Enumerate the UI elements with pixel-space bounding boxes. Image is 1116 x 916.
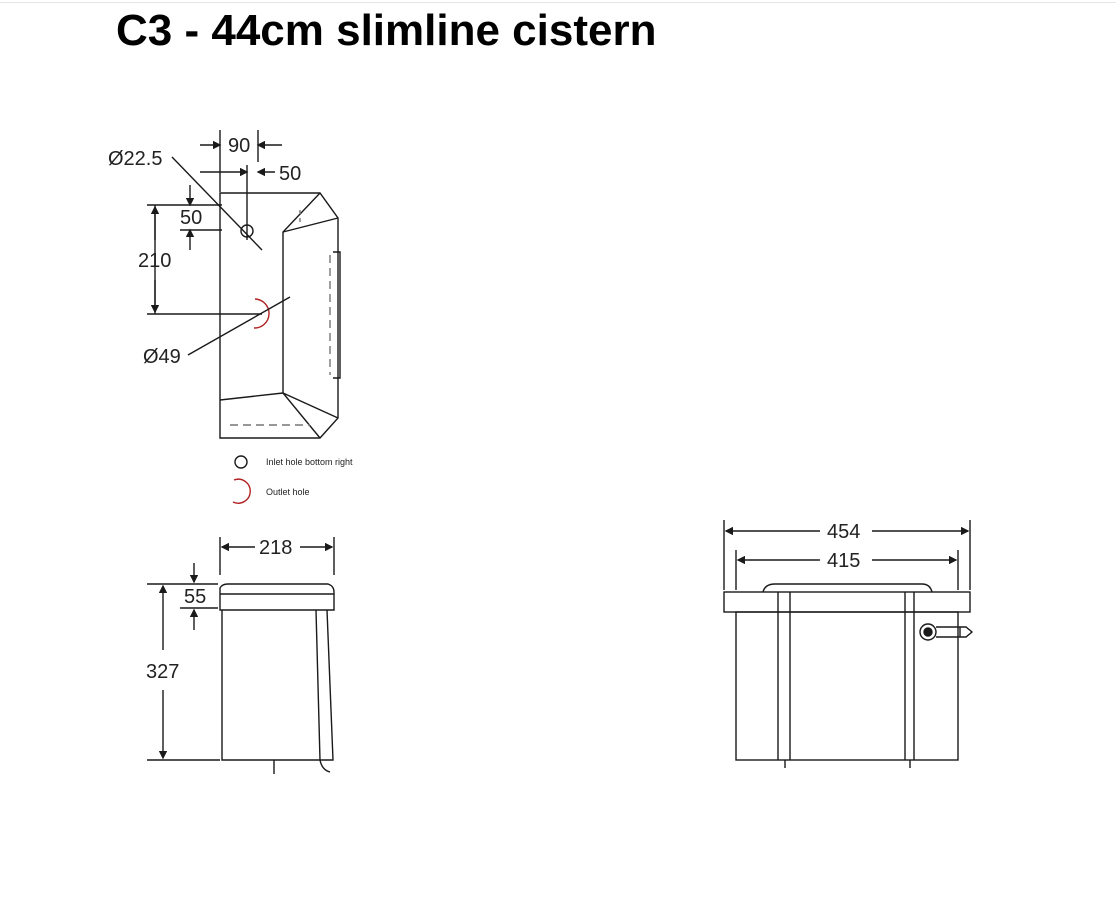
legend — [232, 455, 251, 504]
page-title: C3 - 44cm slimline cistern — [116, 6, 657, 55]
legend-outlet-label: Outlet hole — [266, 487, 310, 497]
legend-outlet-icon — [232, 478, 251, 504]
plan-rim — [333, 251, 341, 379]
top-border-line — [0, 2, 1116, 3]
dim-218-label: 218 — [259, 537, 292, 559]
front-body — [735, 611, 959, 761]
dim-327-label: 327 — [146, 661, 179, 683]
dim-outlet-diameter-label: Ø49 — [143, 346, 181, 368]
plan-inner-top — [282, 217, 339, 233]
legend-inlet-icon — [234, 455, 248, 469]
dim-454-label: 454 — [827, 521, 860, 543]
front-view — [723, 520, 974, 768]
outlet-leader — [187, 296, 291, 356]
legend-inlet-label: Inlet hole bottom right — [266, 457, 353, 467]
front-lid-top — [762, 583, 933, 593]
plan-view — [147, 130, 341, 439]
dim-50-left-label: 50 — [180, 207, 202, 229]
flush-lever — [919, 623, 974, 641]
plan-bevel-top — [282, 192, 321, 439]
side-body — [221, 609, 334, 761]
side-lid — [219, 583, 335, 611]
dim-inlet-diameter-label: Ø22.5 — [108, 148, 162, 170]
dim-90-label: 90 — [228, 135, 250, 157]
dim-55-label: 55 — [184, 586, 206, 608]
plan-inner-bottom — [282, 392, 339, 419]
side-view — [147, 537, 335, 774]
inlet-leader — [171, 156, 263, 251]
dim-210-label: 210 — [138, 250, 171, 272]
dim-415-label: 415 — [827, 550, 860, 572]
plan-outline — [219, 192, 339, 439]
plan-front-edge — [219, 392, 284, 401]
front-lid — [723, 591, 971, 613]
dim-50-top-label: 50 — [279, 163, 301, 185]
outlet-hole — [253, 298, 270, 329]
